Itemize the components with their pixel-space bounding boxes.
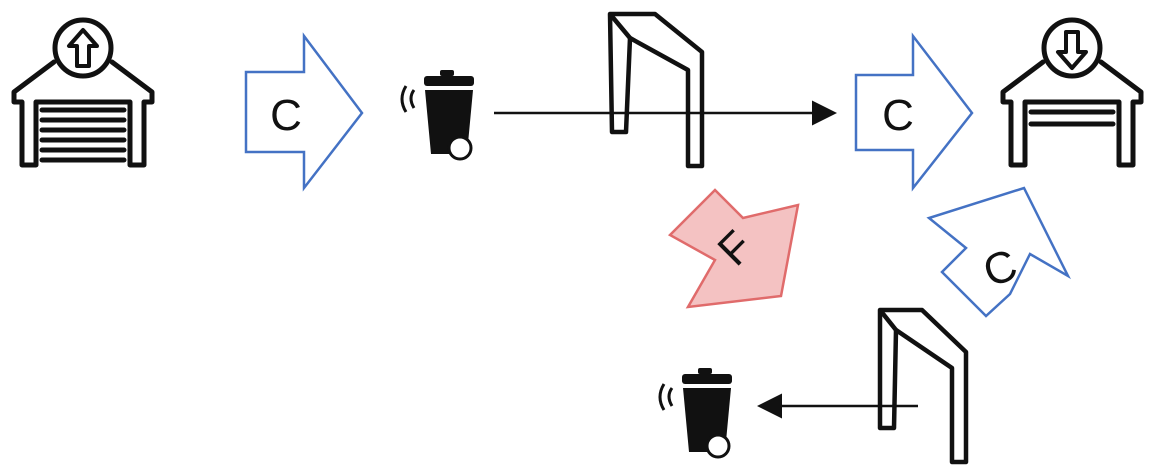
arrow-label-c2: C bbox=[882, 91, 914, 140]
smart-bin-icon bbox=[400, 70, 474, 161]
arrow-label-c1: C bbox=[270, 91, 302, 140]
transition-arrow-c3: C bbox=[926, 186, 1071, 318]
warehouse-upload-icon bbox=[11, 17, 155, 168]
warehouse-download-icon bbox=[1000, 17, 1144, 168]
smart-bin-icon bbox=[658, 368, 732, 459]
transition-arrow-f: F bbox=[667, 188, 800, 309]
transition-arrow-c2: C bbox=[854, 32, 974, 192]
portal-gate-icon bbox=[877, 307, 969, 465]
transition-arrow-c1: C bbox=[244, 32, 364, 192]
portal-gate-icon bbox=[607, 11, 705, 169]
